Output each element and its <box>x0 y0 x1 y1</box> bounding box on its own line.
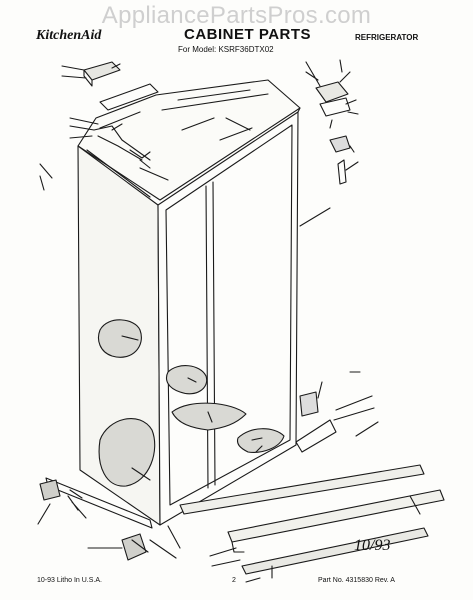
watermark: AppliancePartsPros.com <box>101 2 372 29</box>
model-number: For Model: KSRF36DTX02 <box>178 45 274 54</box>
footer-part-number: Part No. 4315830 Rev. A <box>318 577 395 584</box>
product-category: REFRIGERATOR <box>355 33 419 42</box>
footer-print-info: 10-93 Litho In U.S.A. <box>37 577 102 584</box>
brand-logo: KitchenAid <box>36 28 102 43</box>
page-title: CABINET PARTS <box>184 26 312 43</box>
page-number: 2 <box>232 577 236 584</box>
handwritten-note: 10/93 <box>354 537 391 554</box>
